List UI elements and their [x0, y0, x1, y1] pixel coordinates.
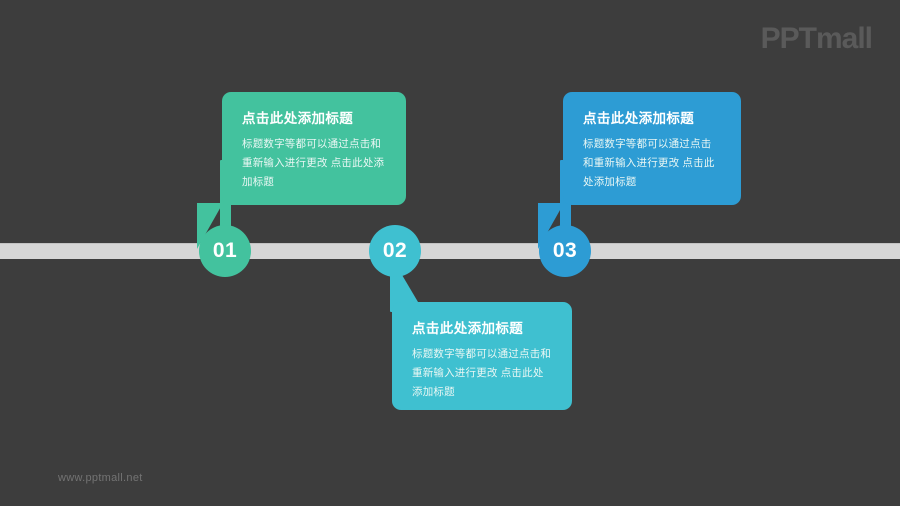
timeline-marker-03[interactable]: 03 — [539, 225, 591, 277]
callout-bubble-03[interactable]: 点击此处添加标题 标题数字等都可以通过点击和重新输入进行更改 点击此处添加标题 — [538, 92, 741, 249]
callout-bubble-02[interactable]: 点击此处添加标题 标题数字等都可以通过点击和重新输入进行更改 点击此处添加标题 — [392, 258, 572, 410]
callout-title-03: 点击此处添加标题 — [583, 111, 695, 126]
callout-title-02: 点击此处添加标题 — [412, 321, 524, 336]
callout-title-01: 点击此处添加标题 — [242, 111, 354, 126]
connector-stem-01 — [220, 160, 231, 252]
callout-bubble-01[interactable]: 点击此处添加标题 标题数字等都可以通过点击和重新输入进行更改 点击此处添加标题 — [197, 92, 406, 249]
timeline-marker-01[interactable]: 01 — [199, 225, 251, 277]
timeline-marker-02[interactable]: 02 — [369, 225, 421, 277]
site-watermark: www.pptmall.net — [58, 472, 143, 484]
callout-body-03: 标题数字等都可以通过点击和重新输入进行更改 点击此处添加标题 — [583, 137, 715, 189]
callout-body-01: 标题数字等都可以通过点击和重新输入进行更改 点击此处添加标题 — [242, 137, 385, 189]
connector-stem-03 — [560, 160, 571, 252]
pptmall-logo: PPTmall — [760, 22, 873, 55]
callout-body-02: 标题数字等都可以通过点击和重新输入进行更改 点击此处添加标题 — [412, 347, 552, 399]
timeline-bar — [0, 243, 900, 259]
